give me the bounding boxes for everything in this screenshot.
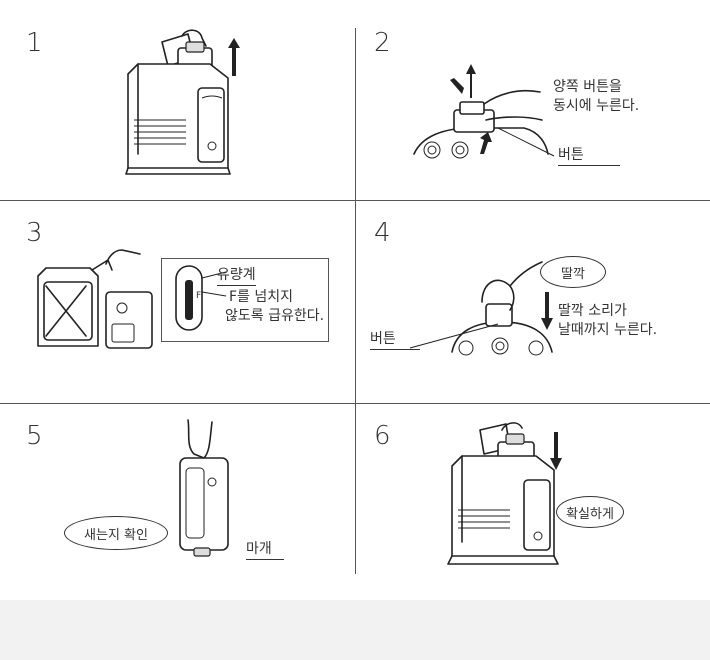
step-3-note-line2: 않도록 급유한다. xyxy=(225,308,325,324)
step-number: 6 xyxy=(374,421,391,451)
step-number: 1 xyxy=(26,28,43,58)
heater-tank-lift-illustration xyxy=(125,29,240,175)
tank-leak-check-illustration xyxy=(179,419,229,557)
step-3-note-line1: F를 넘치지 xyxy=(229,289,294,305)
fuel-gauge-callout: 유량계 xyxy=(217,266,256,286)
row-divider-1 xyxy=(0,200,710,201)
gauge-full-mark: F xyxy=(196,291,202,301)
heater-tank-insert-illustration xyxy=(447,422,562,565)
step-4-instruction-line1: 딸깍 소리가 xyxy=(558,303,627,319)
instruction-sheet: 1 2 xyxy=(0,28,710,574)
step-2-instruction-line2: 동시에 누른다. xyxy=(553,98,640,114)
callout-leader-line xyxy=(409,323,499,349)
tank-cap-button-press-illustration xyxy=(413,64,555,159)
center-divider xyxy=(355,28,356,574)
click-sound-bubble: 딸깍 xyxy=(540,256,606,288)
step-number: 5 xyxy=(26,421,43,451)
tank-cap-click-illustration xyxy=(451,261,553,356)
fuel-gauge-window-icon xyxy=(175,265,227,331)
down-arrow-icon xyxy=(541,292,553,330)
step-4-button-callout: 버튼 xyxy=(370,330,420,350)
row-divider-2 xyxy=(0,403,710,404)
jerrycan-refill-illustration xyxy=(37,249,153,349)
step-4-instruction-line2: 날때까지 누른다. xyxy=(558,322,658,338)
step-number: 3 xyxy=(26,218,43,248)
step-2-button-callout: 버튼 xyxy=(558,146,620,166)
step-number: 2 xyxy=(374,28,391,58)
step-number: 4 xyxy=(374,218,391,248)
leak-check-bubble: 새는지 확인 xyxy=(64,516,168,550)
tank-cap-callout: 마개 xyxy=(246,540,284,560)
page-footer-area xyxy=(0,600,710,660)
step-2-instruction-line1: 양쪽 버튼을 xyxy=(553,79,622,95)
secure-fit-bubble: 확실하게 xyxy=(556,496,624,528)
